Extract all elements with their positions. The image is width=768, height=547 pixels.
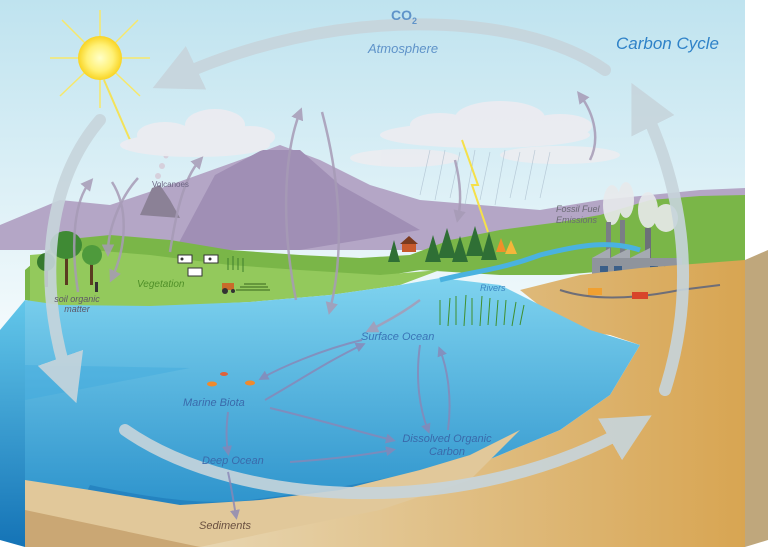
house-icon — [400, 236, 418, 252]
co2-label-subscript: 2 — [412, 15, 418, 26]
ocean-side — [0, 300, 25, 547]
carbon-cycle-arrows — [37, 18, 689, 500]
rivers-label: Rivers — [480, 283, 506, 293]
cows — [177, 254, 219, 277]
beach — [160, 260, 745, 547]
tractor-icon — [222, 283, 270, 294]
cloud — [120, 109, 275, 157]
forest-right — [388, 226, 497, 262]
trucks — [588, 288, 648, 299]
co2-label-main: CO — [391, 7, 412, 23]
marine-biota-label: Marine Biota — [183, 397, 245, 409]
lightning-icon — [461, 139, 489, 233]
land-side — [745, 250, 768, 547]
fossil-fuel-emissions-label: Fossil Fuel Emissions — [556, 204, 600, 225]
meadow — [30, 250, 440, 308]
volcano — [140, 185, 180, 218]
wildfire — [496, 238, 517, 254]
seabed — [25, 430, 520, 547]
dissolved-organic-carbon-label: Dissolved Organic Carbon — [402, 433, 492, 458]
road — [559, 284, 721, 299]
surface-ocean-label: Surface Ocean — [361, 331, 435, 343]
sun-icon — [50, 10, 150, 141]
river — [439, 242, 641, 283]
sediments-label: Sediments — [199, 520, 251, 532]
co2-label: CO2 — [391, 7, 417, 26]
atmosphere-label: Atmosphere — [368, 41, 439, 56]
flux-arrows — [73, 90, 597, 333]
ocean — [25, 278, 640, 547]
volcanoes-label: Volcanoes — [152, 180, 189, 189]
crops — [227, 256, 244, 272]
mountain — [175, 150, 420, 250]
vegetation-label: Vegetation — [137, 279, 185, 290]
diagram-title: Carbon Cycle — [616, 34, 719, 53]
rain — [419, 149, 551, 206]
soil-organic-matter-label: soil organic matter — [54, 294, 100, 314]
ocean-flux-arrows — [222, 339, 451, 520]
fish-icon — [207, 372, 255, 387]
deep-ocean-label: Deep Ocean — [202, 455, 264, 467]
sediment-layer — [25, 510, 200, 547]
cloud — [380, 101, 592, 148]
reeds — [439, 294, 525, 327]
